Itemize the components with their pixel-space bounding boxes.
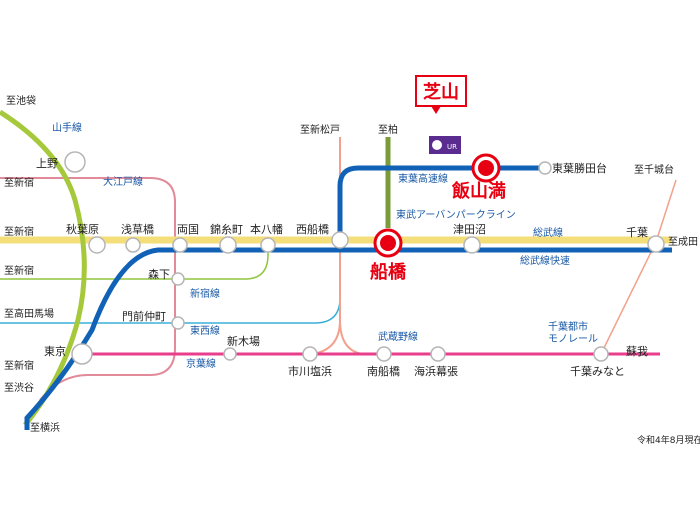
station-marker-shinkiba <box>223 347 237 361</box>
station-marker-tsudanuma <box>463 236 481 254</box>
dest-chishirodai: 至千城台 <box>634 163 674 176</box>
dest-narita: 至成田 <box>668 236 698 248</box>
dest-kashiwa: 至柏 <box>378 123 398 136</box>
highlight-station-iiyamaman <box>471 153 501 183</box>
line-label-tobu: 東武アーバンパークライン <box>396 208 516 221</box>
line-label-shinjuku: 新宿線 <box>190 287 220 300</box>
line-label-keiyo: 京葉線 <box>186 357 216 370</box>
station-marker-ryogoku <box>172 237 188 253</box>
station-label-asakusabashi: 浅草橋 <box>121 222 154 236</box>
station-label-chibaminato: 千葉みなと <box>570 364 625 378</box>
station-marker-ichikawashiohama <box>302 346 318 362</box>
dest-shinjuku-1: 至新宿 <box>4 176 34 189</box>
station-marker-monzennakacho <box>171 316 185 330</box>
highlight-label-iiyamaman: 飯山満 <box>451 180 506 202</box>
line-label-oedo: 大江戸線 <box>103 175 143 188</box>
monorail-line <box>600 179 677 355</box>
shibayama-callout-box <box>415 75 467 107</box>
highlight-label-funabashi: 船橋 <box>370 261 407 283</box>
line-label-sobu: 総武線 <box>533 226 563 239</box>
ur-logo: UR <box>429 136 461 154</box>
station-label-chiba: 千葉 <box>626 225 648 239</box>
station-marker-tokyo <box>71 343 93 365</box>
station-marker-ueno <box>64 151 86 173</box>
station-marker-kaihinmakuhari <box>430 346 446 362</box>
dest-shinjuku-3: 至新宿 <box>4 264 34 277</box>
dest-ikebukuro: 至池袋 <box>6 94 36 107</box>
station-label-tsudanuma: 津田沼 <box>453 222 486 236</box>
ur-logo-text: UR <box>447 143 457 151</box>
station-marker-minamifunabashi <box>376 346 392 362</box>
oedo-line <box>0 177 176 401</box>
station-label-kinshicho: 錦糸町 <box>210 222 243 236</box>
station-label-kaihinmakuhari: 海浜幕張 <box>414 364 458 378</box>
station-marker-asakusabashi <box>125 237 141 253</box>
station-label-tokyo: 東京 <box>44 344 66 358</box>
station-label-minamifunabashi: 南船橋 <box>367 364 400 378</box>
dest-yokohama: 至横浜 <box>30 421 60 434</box>
station-marker-kinshicho <box>219 236 237 254</box>
dest-takadanobaba: 至高田馬場 <box>4 307 54 320</box>
station-label-morishita: 森下 <box>148 267 170 281</box>
yamanote-line <box>0 109 87 427</box>
highlight-station-funabashi <box>373 228 403 258</box>
dest-shinmatsudo: 至新松戸 <box>300 123 340 136</box>
station-label-motoyawata: 本八幡 <box>250 222 283 236</box>
dest-shinjuku-4: 至新宿 <box>4 359 34 372</box>
station-label-ichikawashiohama: 市川塩浜 <box>288 364 332 378</box>
station-label-ryogoku: 両国 <box>177 223 199 236</box>
musashino-branch <box>311 319 341 355</box>
shibayama-label: 芝山 <box>423 81 459 103</box>
station-label-toyokatsutadai: 東葉勝田台 <box>552 161 607 175</box>
line-label-musashino: 武蔵野線 <box>378 330 418 343</box>
station-label-akihabara: 秋葉原 <box>66 222 99 236</box>
station-marker-motoyawata <box>260 237 276 253</box>
station-label-monzennakacho: 門前仲町 <box>122 309 166 323</box>
shinjuku-line <box>0 242 269 280</box>
station-label-soga: 蘇我 <box>626 345 648 358</box>
station-marker-toyokatsutadai <box>538 161 552 175</box>
dest-shibuya: 至渋谷 <box>4 381 34 394</box>
line-label-monorail: 千葉都市モノレール <box>548 320 598 345</box>
station-marker-morishita <box>171 272 185 286</box>
station-marker-chiba <box>647 235 665 253</box>
station-markers <box>64 151 665 365</box>
line-label-tozai: 東西線 <box>190 324 220 337</box>
station-label-shinkiba: 新木場 <box>227 334 260 348</box>
station-label-ueno: 上野 <box>36 157 58 170</box>
line-label-sobu-rapid: 総武線快速 <box>520 254 570 267</box>
line-label-yamanote: 山手線 <box>52 121 82 134</box>
shibayama-callout-pointer <box>431 106 441 114</box>
sobu-rapid-line <box>24 247 672 430</box>
date-note: 令和4年8月現在 <box>637 434 700 446</box>
station-marker-chibaminato <box>593 346 609 362</box>
station-marker-nishifunabashi <box>331 231 349 249</box>
dest-shinjuku-2: 至新宿 <box>4 225 34 238</box>
station-label-nishifunabashi: 西船橋 <box>296 222 329 236</box>
station-marker-akihabara <box>88 236 106 254</box>
line-label-toyo: 東葉高速線 <box>398 172 448 185</box>
toyo-line <box>337 165 545 238</box>
